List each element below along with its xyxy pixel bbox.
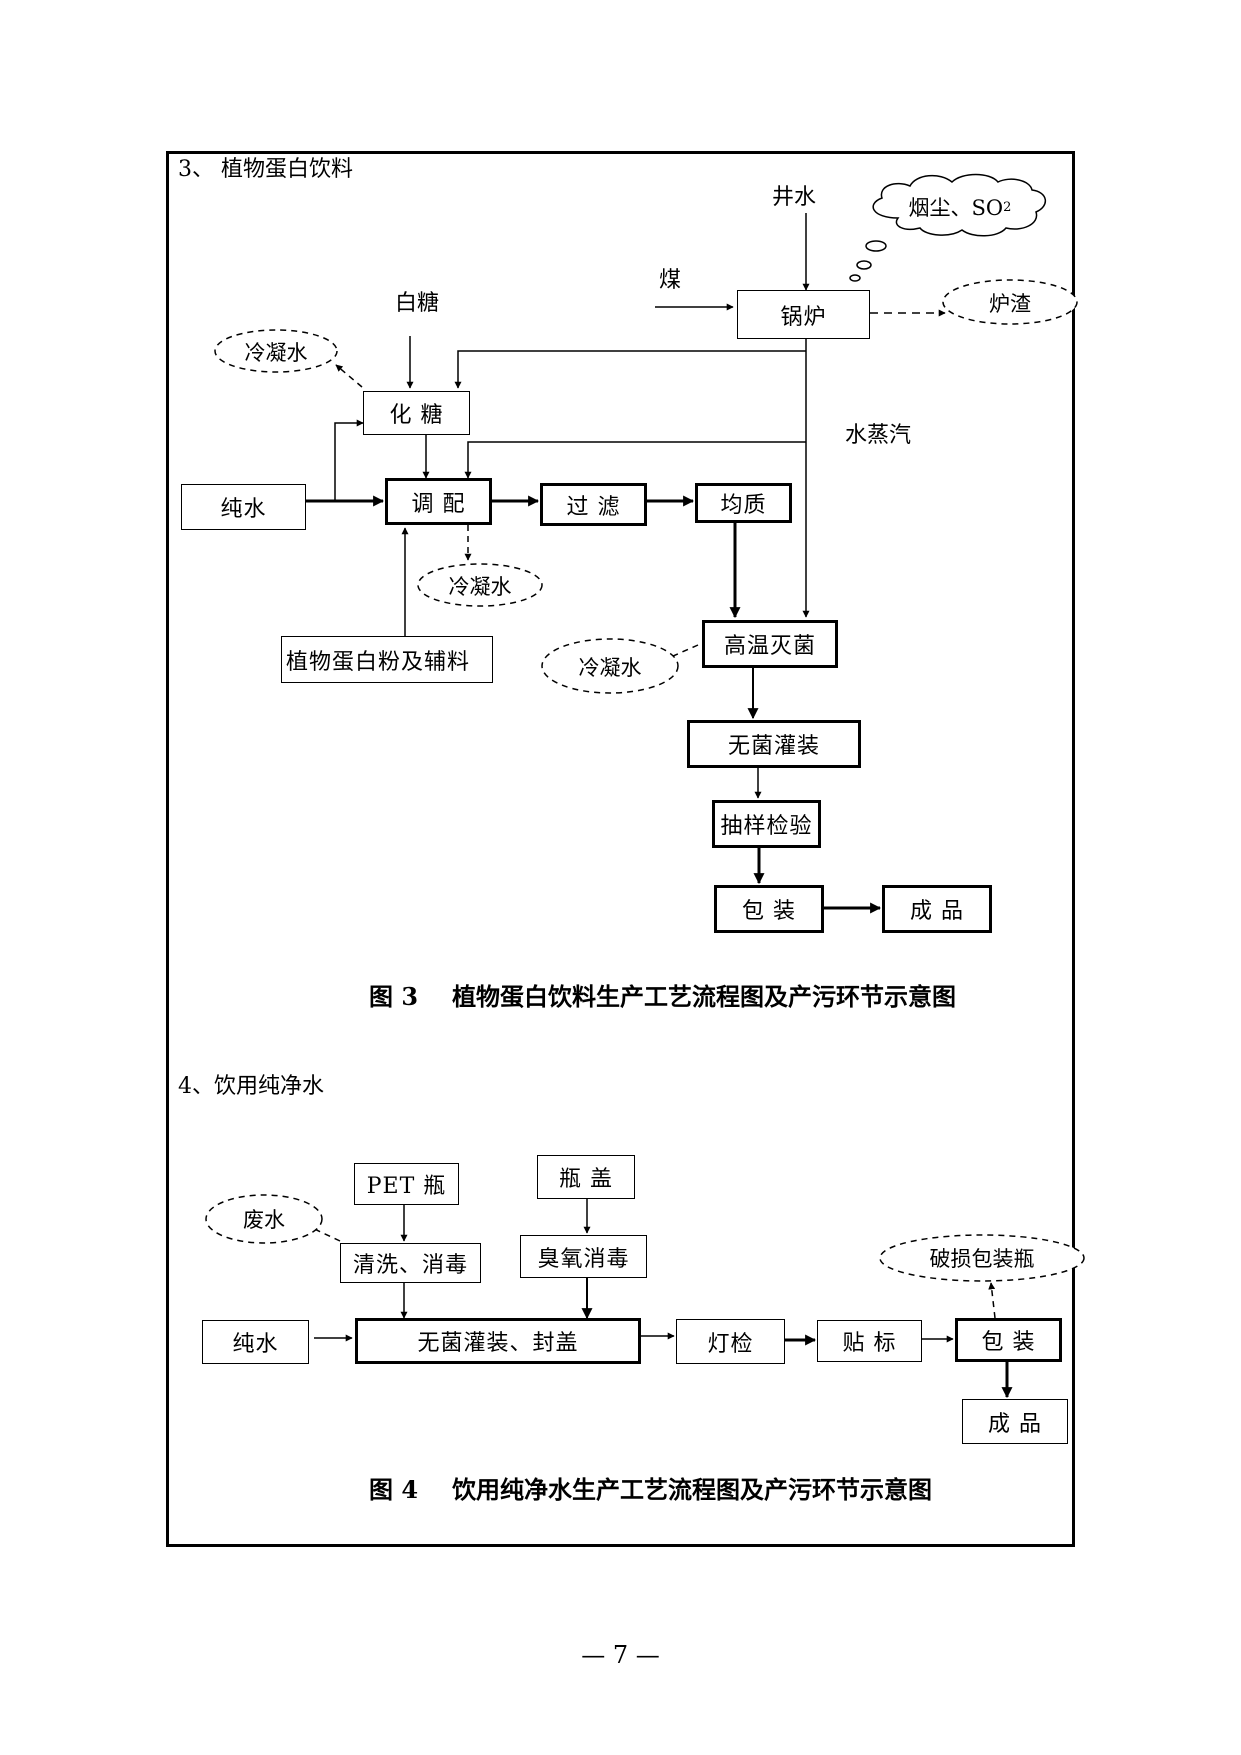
smoke-puff-3 <box>849 274 861 282</box>
label-box: 贴 标 <box>817 1320 922 1362</box>
wash-disinfect-box: 清洗、消毒 <box>340 1243 481 1283</box>
aseptic-fill-box: 无菌灌装 <box>687 720 861 768</box>
pure-water-box-4: 纯水 <box>202 1320 309 1364</box>
steam-to-blend <box>464 441 806 479</box>
condensate-1-pollutant: 冷凝水 <box>244 341 308 365</box>
pet-bottle-box: PET 瓶 <box>354 1163 459 1205</box>
condensate-2-ellipse <box>417 563 543 607</box>
filter-box: 过 滤 <box>540 483 647 526</box>
figure3-title: 植物蛋白饮料生产工艺流程图及产污环节示意图 <box>452 982 957 1011</box>
well-water-label: 井水 <box>772 185 817 210</box>
diagram-frame <box>166 151 1075 1547</box>
homogenize-box: 均质 <box>695 483 792 523</box>
sterilize-box: 高温灭菌 <box>702 620 838 668</box>
blend-box: 调 配 <box>385 478 492 525</box>
smoke-puff-1 <box>865 240 887 252</box>
damaged-pollutant: 破损包装瓶 <box>929 1247 1035 1271</box>
protein-powder-box: 植物蛋白粉及辅料 <box>281 636 493 683</box>
steam-label: 水蒸汽 <box>845 423 912 448</box>
sugar-label: 白糖 <box>395 291 440 316</box>
figure4-caption: 图 4 饮用纯净水生产工艺流程图及产污环节示意图 <box>369 1470 932 1505</box>
cap-box: 瓶 盖 <box>537 1155 635 1199</box>
section3-heading: 3、 植物蛋白饮料 <box>178 157 353 182</box>
condensate-2-pollutant: 冷凝水 <box>448 575 512 599</box>
arrow-wash-wastewater <box>307 1225 341 1242</box>
aseptic-fill-cap-box: 无菌灌装、封盖 <box>355 1318 641 1364</box>
light-inspect-box: 灯检 <box>676 1319 785 1364</box>
smoke-puff-2 <box>856 260 872 270</box>
package-box: 包 装 <box>714 885 824 933</box>
product-box-4: 成 品 <box>962 1399 1068 1444</box>
package-box-4: 包 装 <box>955 1318 1062 1362</box>
wastewater-ellipse <box>205 1194 323 1244</box>
figure4-number: 图 4 <box>369 1475 419 1504</box>
dissolve-sugar-box: 化 糖 <box>363 391 470 435</box>
damaged-ellipse <box>879 1234 1085 1282</box>
wastewater-pollutant: 废水 <box>243 1208 285 1232</box>
figure3-caption: 图 3 植物蛋白饮料生产工艺流程图及产污环节示意图 <box>369 977 956 1012</box>
smoke-text: 烟尘、SO <box>908 196 1004 220</box>
slag-ellipse <box>942 279 1078 325</box>
page-number: — 7 — <box>581 1641 660 1669</box>
condensate-1-ellipse <box>214 329 338 373</box>
coal-label: 煤 <box>659 268 682 293</box>
purewater-to-dissolve <box>334 419 364 501</box>
figure4-title: 饮用纯净水生产工艺流程图及产污环节示意图 <box>452 1475 933 1504</box>
condensate-3-ellipse <box>541 638 679 694</box>
sampling-box: 抽样检验 <box>712 800 821 848</box>
steam-to-dissolve <box>454 350 806 389</box>
product-box: 成 品 <box>882 885 992 933</box>
figure3-number: 图 3 <box>369 982 419 1011</box>
arrow-dissolve-condensate <box>335 364 363 388</box>
section4-heading: 4、饮用纯净水 <box>178 1074 324 1099</box>
smoke-subscript: 2 <box>1003 199 1012 215</box>
ozone-disinfect-box: 臭氧消毒 <box>520 1235 647 1278</box>
boiler-box: 锅炉 <box>737 290 870 339</box>
smoke-cloud-shape <box>872 173 1046 237</box>
slag-pollutant: 炉渣 <box>989 292 1031 316</box>
pure-water-box: 纯水 <box>181 484 306 530</box>
condensate-3-pollutant: 冷凝水 <box>578 656 642 680</box>
arrow-package-damaged <box>988 1282 996 1319</box>
